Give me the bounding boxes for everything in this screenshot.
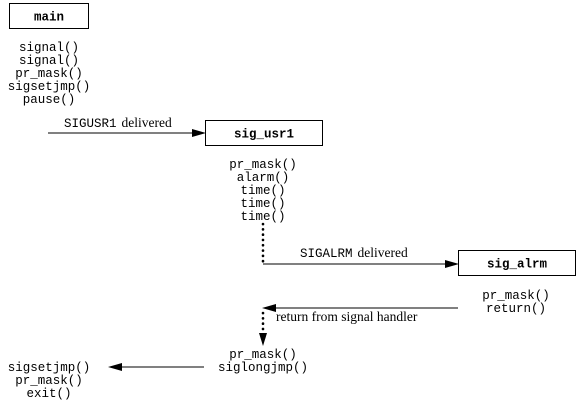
sig-alrm-box: sig_alrm bbox=[458, 250, 576, 276]
main-box: main bbox=[9, 3, 89, 29]
return-from-handler-arrow: return from signal handler bbox=[262, 304, 458, 324]
sig-usr1-box-rect bbox=[205, 120, 323, 146]
sigalrm-delivered-arrow: SIGALRM delivered bbox=[263, 245, 459, 268]
sig-alrm-call-return: return() bbox=[486, 302, 546, 316]
sig-usr1-call-alarm: alarm() bbox=[237, 171, 290, 185]
main-calls: signal() signal() pr_mask() sigsetjmp() … bbox=[8, 41, 91, 107]
main-call-signal-2: signal() bbox=[19, 54, 79, 68]
return-down-arrow-head bbox=[259, 333, 267, 346]
return-calls: pr_mask() siglongjmp() bbox=[218, 348, 308, 375]
main-box-rect bbox=[9, 3, 89, 29]
return-call-siglongjmp: siglongjmp() bbox=[218, 361, 308, 375]
final-call-sigsetjmp: sigsetjmp() bbox=[8, 361, 91, 375]
siglongjmp-arrow bbox=[108, 363, 204, 371]
return-arrow-head bbox=[262, 304, 276, 312]
main-call-sigsetjmp: sigsetjmp() bbox=[8, 80, 91, 94]
final-call-pr-mask: pr_mask() bbox=[15, 374, 83, 388]
sigusr1-delivered-label: SIGUSR1 delivered bbox=[64, 115, 172, 131]
main-box-label: main bbox=[34, 11, 64, 25]
sig-usr1-box-label: sig_usr1 bbox=[234, 128, 294, 142]
return-from-handler-label: return from signal handler bbox=[276, 309, 418, 324]
sigusr1-delivered-word: delivered bbox=[122, 115, 172, 130]
sigusr1-delivered-arrow: SIGUSR1 delivered bbox=[48, 115, 206, 137]
return-call-pr-mask: pr_mask() bbox=[229, 348, 297, 362]
sigalrm-delivered-word: delivered bbox=[358, 245, 408, 260]
final-call-exit: exit() bbox=[26, 387, 71, 400]
sigalrm-signal-name: SIGALRM bbox=[300, 247, 353, 261]
sigalrm-delivered-label: SIGALRM delivered bbox=[300, 245, 408, 261]
sigusr1-arrow-head bbox=[192, 129, 206, 137]
sig-usr1-box: sig_usr1 bbox=[205, 120, 323, 146]
main-call-signal-1: signal() bbox=[19, 41, 79, 55]
sig-usr1-calls: pr_mask() alarm() time() time() time() bbox=[229, 158, 297, 224]
sig-alrm-call-pr-mask: pr_mask() bbox=[482, 289, 550, 303]
sig-usr1-call-time-1: time() bbox=[240, 184, 285, 198]
final-calls: sigsetjmp() pr_mask() exit() bbox=[8, 361, 91, 401]
sig-alrm-box-label: sig_alrm bbox=[487, 258, 548, 272]
sig-alrm-calls: pr_mask() return() bbox=[482, 289, 550, 316]
siglongjmp-arrow-head bbox=[108, 363, 122, 371]
main-call-pr-mask: pr_mask() bbox=[15, 67, 83, 81]
main-call-pause: pause() bbox=[23, 93, 76, 107]
sig-usr1-call-pr-mask: pr_mask() bbox=[229, 158, 297, 172]
sigalrm-arrow-head bbox=[445, 260, 459, 268]
sig-alrm-box-rect bbox=[458, 250, 576, 276]
sig-usr1-call-time-3: time() bbox=[240, 210, 285, 224]
sigusr1-signal-name: SIGUSR1 bbox=[64, 117, 117, 131]
sig-usr1-call-time-2: time() bbox=[240, 197, 285, 211]
